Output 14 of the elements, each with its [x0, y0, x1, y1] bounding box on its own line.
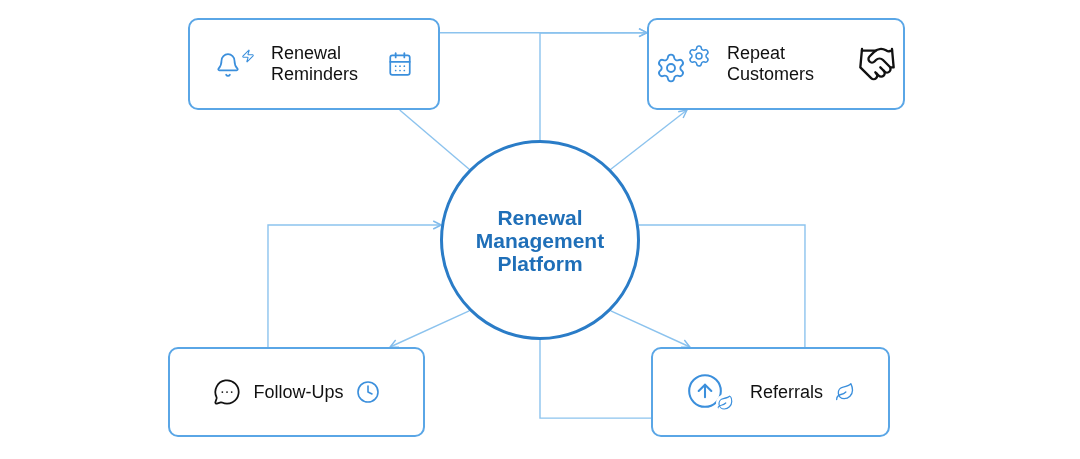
connector-arrow — [610, 310, 691, 348]
feature-box — [647, 18, 905, 110]
platform-title: Renewal Management Platform — [474, 205, 606, 275]
feature-label: Renewal Reminders — [271, 43, 360, 85]
connector-arrow — [610, 109, 688, 170]
feature-label: Referrals — [750, 381, 823, 403]
connector-arrow — [389, 310, 470, 348]
feature-label: Follow-Ups — [253, 381, 344, 403]
feature-box — [168, 347, 425, 437]
connector-arrow — [539, 28, 648, 141]
feature-box — [188, 18, 440, 110]
connector-arrow — [267, 220, 442, 348]
feature-label: Repeat Customers — [727, 43, 816, 85]
feature-box — [651, 347, 890, 437]
